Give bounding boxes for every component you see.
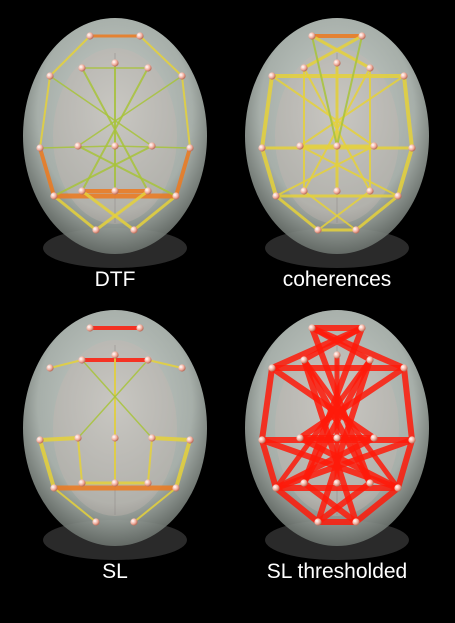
electrode	[50, 192, 57, 199]
electrode	[144, 187, 151, 194]
electrode	[333, 479, 340, 486]
electrode	[46, 364, 53, 371]
panel-sl-thresholded: SL thresholded	[232, 300, 442, 600]
electrode	[78, 356, 85, 363]
electrode	[394, 192, 401, 199]
electrode	[258, 144, 265, 151]
caption-coherences: coherences	[232, 268, 442, 292]
electrode	[78, 64, 85, 71]
electrode	[144, 356, 151, 363]
electrode	[366, 479, 373, 486]
electrode	[333, 187, 340, 194]
electrode	[296, 434, 303, 441]
electrode	[366, 356, 373, 363]
electrode	[333, 351, 340, 358]
caption-sl: SL	[10, 560, 220, 584]
electrode	[370, 142, 377, 149]
electrode	[268, 72, 275, 79]
electrode	[178, 72, 185, 79]
electrode	[300, 64, 307, 71]
electrode	[300, 479, 307, 486]
electrode	[86, 324, 93, 331]
electrode	[144, 479, 151, 486]
electrode	[308, 324, 315, 331]
electrode	[46, 72, 53, 79]
electrode	[370, 434, 377, 441]
electrode	[358, 324, 365, 331]
electrode	[111, 59, 118, 66]
connection-edge	[40, 438, 78, 440]
electrode	[186, 436, 193, 443]
electrode	[50, 484, 57, 491]
electrode	[148, 434, 155, 441]
electrode	[258, 436, 265, 443]
electrode	[36, 436, 43, 443]
electrode	[333, 434, 340, 441]
panel-sl: SL	[10, 300, 220, 600]
electrode	[314, 518, 321, 525]
electrode	[136, 32, 143, 39]
electrode	[92, 226, 99, 233]
electrode	[408, 144, 415, 151]
electrode	[111, 142, 118, 149]
electrode	[400, 72, 407, 79]
head-map-dtf	[10, 8, 220, 278]
caption-dtf: DTF	[10, 268, 220, 292]
electrode	[74, 434, 81, 441]
electrode	[272, 192, 279, 199]
electrode	[358, 32, 365, 39]
caption-sl-thresholded: SL thresholded	[232, 560, 442, 584]
electrode	[268, 364, 275, 371]
electrode	[308, 32, 315, 39]
electrode	[394, 484, 401, 491]
head-map-sl	[10, 300, 220, 570]
electrode	[272, 484, 279, 491]
electrode	[36, 144, 43, 151]
electrode	[144, 64, 151, 71]
electrode	[136, 324, 143, 331]
electrode	[366, 64, 373, 71]
electrode	[172, 484, 179, 491]
electrode	[74, 142, 81, 149]
electrode	[172, 192, 179, 199]
electrode	[111, 434, 118, 441]
electrode	[300, 356, 307, 363]
electrode	[300, 187, 307, 194]
head-map-coherences	[232, 8, 442, 278]
electrode	[78, 187, 85, 194]
electrode	[352, 226, 359, 233]
electrode	[178, 364, 185, 371]
electrode	[111, 351, 118, 358]
electrode	[130, 226, 137, 233]
panel-dtf: DTF	[10, 8, 220, 308]
electrode	[111, 479, 118, 486]
electrode	[408, 436, 415, 443]
electrode	[186, 144, 193, 151]
electrode	[92, 518, 99, 525]
electrode	[130, 518, 137, 525]
head-map-sl-thresholded	[232, 300, 442, 570]
electrode	[314, 226, 321, 233]
electrode	[148, 142, 155, 149]
electrode	[296, 142, 303, 149]
panel-coherences: coherences	[232, 8, 442, 308]
electrode	[111, 187, 118, 194]
connection-edge	[152, 438, 190, 440]
electrode	[333, 142, 340, 149]
electrode	[400, 364, 407, 371]
electrode	[78, 479, 85, 486]
electrode	[333, 59, 340, 66]
electrode	[352, 518, 359, 525]
electrode	[86, 32, 93, 39]
electrode	[366, 187, 373, 194]
